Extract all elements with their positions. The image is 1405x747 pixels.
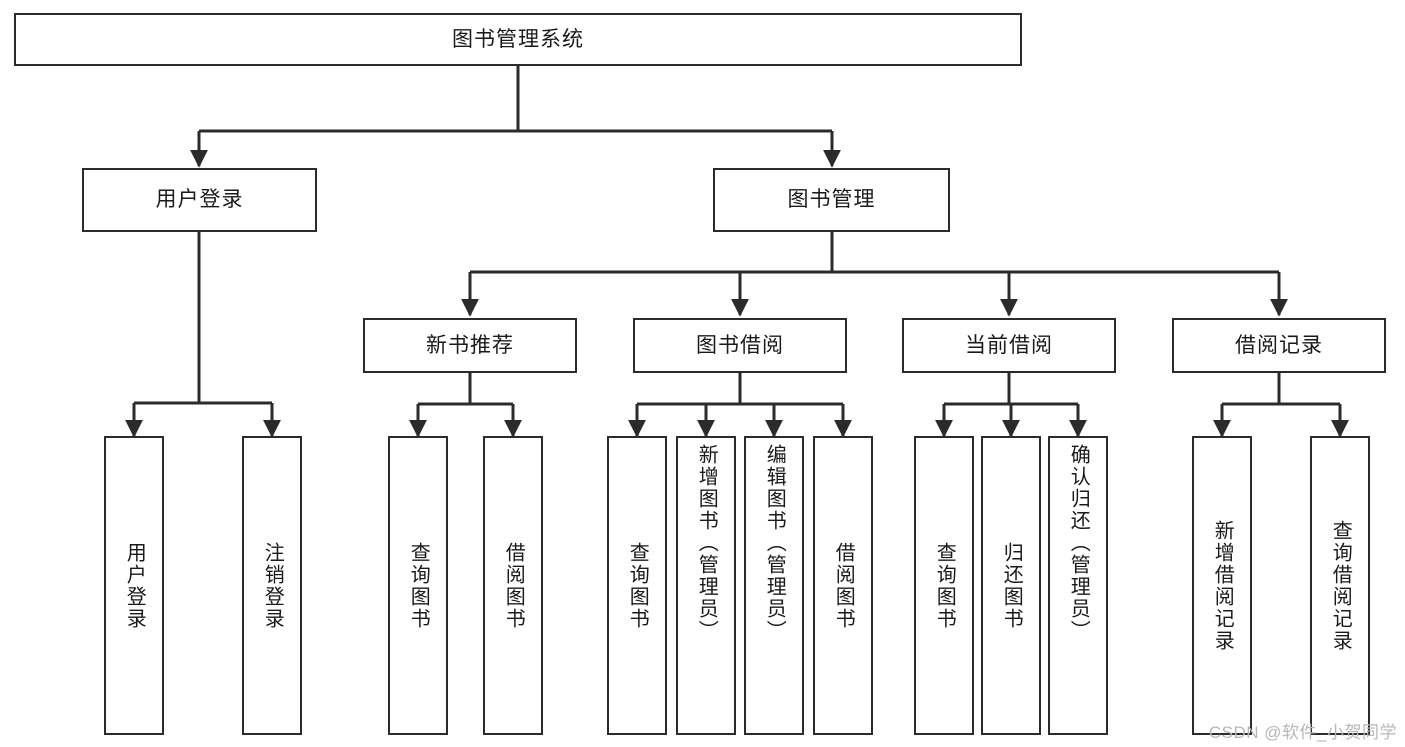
node-book-borrow[interactable]: 图书借阅 (633, 318, 847, 373)
leaf-query-book-1-label: 查询图书 (407, 541, 430, 630)
leaf-borrow-book-1[interactable]: 借阅图书 (483, 436, 543, 735)
leaf-user-login[interactable]: 用户登录 (104, 436, 164, 735)
node-book-borrow-label: 图书借阅 (696, 333, 784, 357)
leaf-query-book-3-label: 查询图书 (933, 541, 956, 630)
leaf-query-book-2-label: 查询图书 (626, 541, 649, 630)
leaf-query-book-2[interactable]: 查询图书 (607, 436, 667, 735)
leaf-confirm-return-label: 确认归还（管理员） (1067, 444, 1090, 642)
node-root-label: 图书管理系统 (452, 27, 584, 51)
leaf-edit-book-label: 编辑图书（管理员） (763, 444, 786, 642)
leaf-add-book-label: 新增图书（管理员） (695, 444, 718, 642)
watermark: CSDN @软件_小贺同学 (1208, 723, 1397, 742)
node-new-book-recommend-label: 新书推荐 (426, 333, 514, 357)
leaf-confirm-return[interactable]: 确认归还（管理员） (1048, 436, 1108, 735)
leaf-query-book-3[interactable]: 查询图书 (914, 436, 974, 735)
leaf-user-login-label: 用户登录 (123, 541, 146, 630)
leaf-add-record[interactable]: 新增借阅记录 (1192, 436, 1252, 735)
node-borrow-record[interactable]: 借阅记录 (1172, 318, 1386, 373)
node-root[interactable]: 图书管理系统 (14, 13, 1022, 66)
node-book-manage-label: 图书管理 (787, 188, 876, 212)
leaf-borrow-book-2[interactable]: 借阅图书 (813, 436, 873, 735)
leaf-add-book[interactable]: 新增图书（管理员） (676, 436, 736, 735)
leaf-add-record-label: 新增借阅记录 (1211, 519, 1234, 652)
node-new-book-recommend[interactable]: 新书推荐 (363, 318, 577, 373)
leaf-edit-book[interactable]: 编辑图书（管理员） (744, 436, 804, 735)
leaf-query-book-1[interactable]: 查询图书 (388, 436, 448, 735)
leaf-borrow-book-2-label: 借阅图书 (832, 541, 855, 630)
node-book-manage[interactable]: 图书管理 (713, 168, 950, 232)
leaf-return-book-label: 归还图书 (1000, 541, 1023, 630)
leaf-logout-label: 注销登录 (261, 541, 284, 630)
leaf-query-record[interactable]: 查询借阅记录 (1310, 436, 1370, 735)
node-current-borrow-label: 当前借阅 (965, 333, 1053, 357)
node-user-login[interactable]: 用户登录 (82, 168, 317, 232)
node-borrow-record-label: 借阅记录 (1235, 333, 1323, 357)
node-current-borrow[interactable]: 当前借阅 (902, 318, 1116, 373)
leaf-borrow-book-1-label: 借阅图书 (502, 541, 525, 630)
leaf-return-book[interactable]: 归还图书 (981, 436, 1041, 735)
leaf-query-record-label: 查询借阅记录 (1329, 519, 1352, 652)
node-user-login-label: 用户登录 (155, 188, 244, 212)
leaf-logout[interactable]: 注销登录 (242, 436, 302, 735)
